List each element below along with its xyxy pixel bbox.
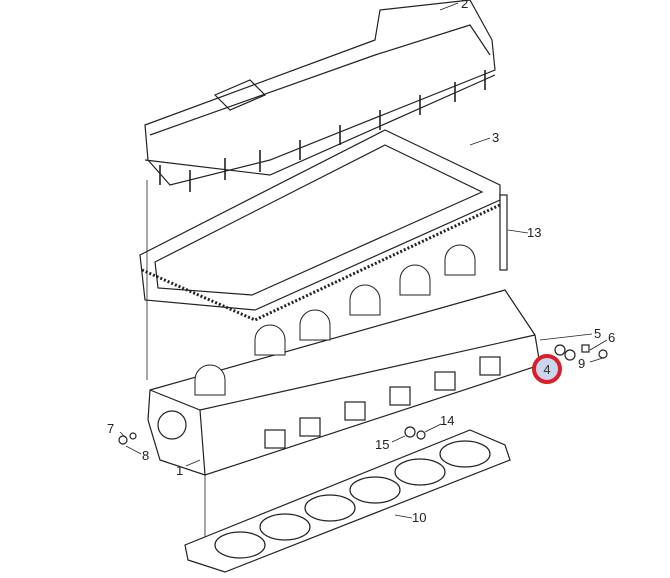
callout-4-highlighted[interactable]: 4 <box>532 354 562 384</box>
head-gasket <box>184 429 511 573</box>
callout-3[interactable]: 3 <box>492 130 500 145</box>
valve-cover <box>144 0 496 192</box>
callout-1[interactable]: 1 <box>176 463 184 478</box>
callout-6[interactable]: 6 <box>608 330 616 345</box>
callout-2[interactable]: 2 <box>461 0 469 11</box>
callout-7[interactable]: 7 <box>107 421 115 436</box>
cylinder-head <box>147 244 541 476</box>
callout-13[interactable]: 13 <box>527 225 542 240</box>
callout-4: 4 <box>543 361 551 377</box>
callout-8[interactable]: 8 <box>142 448 150 463</box>
callout-9[interactable]: 9 <box>578 356 586 371</box>
callout-5[interactable]: 5 <box>594 326 602 341</box>
callout-15[interactable]: 15 <box>375 437 390 452</box>
bolt <box>499 194 508 271</box>
callout-14[interactable]: 14 <box>440 413 455 428</box>
callout-10[interactable]: 10 <box>412 510 427 525</box>
